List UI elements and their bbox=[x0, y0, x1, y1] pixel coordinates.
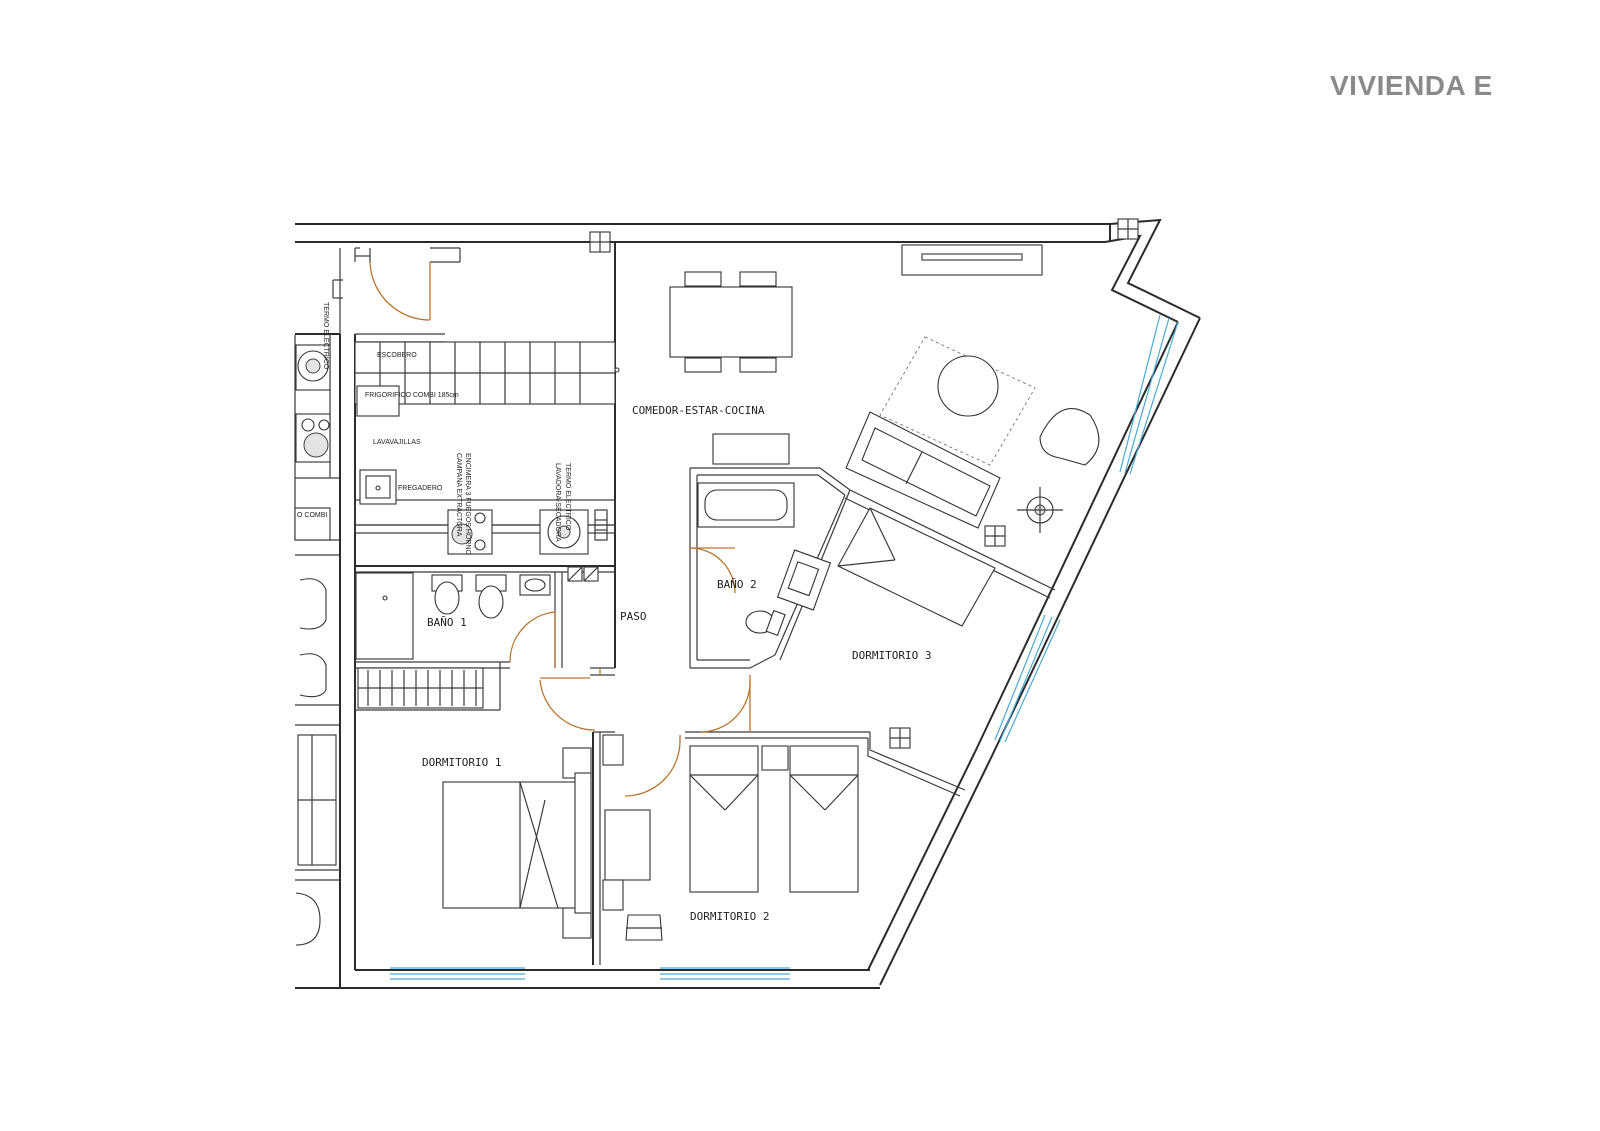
left-appliances bbox=[294, 344, 331, 541]
label-encimera: ENCIMERA 3 FUEGOS HORNO bbox=[464, 453, 471, 555]
room-label-paso: PASO bbox=[620, 610, 647, 623]
room-label-bano-1: BAÑO 1 bbox=[427, 616, 467, 629]
label-frigorifico: FRIGORIFICO COMBI 185cm bbox=[365, 392, 459, 399]
label-lavavajillas: LAVAVAJILLAS bbox=[373, 439, 421, 446]
room-label-dormitorio-3: DORMITORIO 3 bbox=[852, 649, 931, 662]
label-fregadero: FREGADERO bbox=[398, 485, 443, 492]
bathroom-2-fixtures bbox=[697, 482, 832, 637]
label-termo-left: TERMO ELECTRICO bbox=[322, 302, 329, 370]
entry-marker bbox=[332, 279, 343, 299]
bedroom-1-furniture bbox=[442, 747, 592, 939]
label-termo-right: TERMO ELECTRICO bbox=[564, 463, 571, 531]
outer-walls bbox=[295, 218, 1201, 989]
room-label-dormitorio-2: DORMITORIO 2 bbox=[690, 910, 769, 923]
left-edge-fixtures bbox=[295, 578, 337, 946]
windows bbox=[390, 314, 1179, 980]
room-label-comedor: COMEDOR-ESTAR-COCINA bbox=[632, 404, 765, 417]
doors bbox=[369, 261, 751, 797]
room-label-dormitorio-1: DORMITORIO 1 bbox=[422, 756, 501, 769]
label-escobero: ESCOBERO bbox=[377, 352, 417, 359]
label-lavadora: LAVADORA-SECADORA bbox=[554, 463, 561, 542]
label-campana: CAMPANA EXTRACTORA bbox=[455, 453, 462, 537]
bathroom-1-fixtures bbox=[355, 566, 599, 660]
structural-columns bbox=[589, 218, 1139, 749]
kitchen bbox=[354, 385, 616, 555]
dining-living-furniture bbox=[669, 244, 1100, 533]
wardrobe-bedroom-1 bbox=[357, 667, 484, 709]
bedroom-2-furniture bbox=[602, 734, 859, 941]
bedroom-3-furniture bbox=[837, 507, 996, 627]
label-combi: O COMBI bbox=[297, 512, 327, 519]
page-title: VIVIENDA E bbox=[1330, 70, 1493, 101]
room-label-bano-2: BAÑO 2 bbox=[717, 578, 757, 591]
